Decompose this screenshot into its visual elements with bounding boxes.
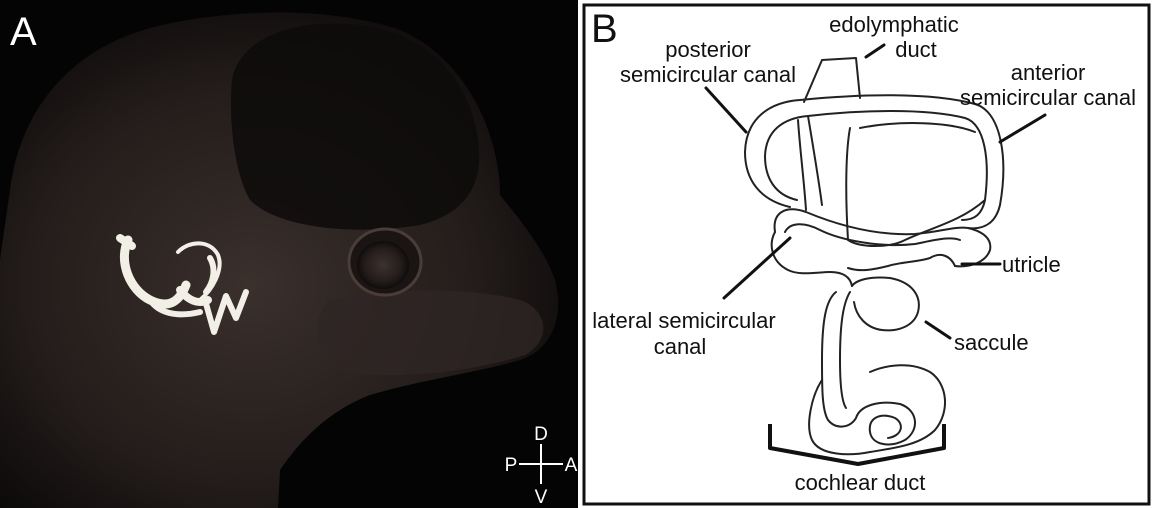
- orientation-posterior: P: [505, 455, 518, 476]
- label-posterior-line1: posterior: [665, 37, 751, 62]
- label-posterior-line2: semicircular canal: [620, 62, 796, 87]
- label-endolymphatic-line1: edolymphatic: [829, 12, 959, 37]
- panel-b-letter: B: [591, 7, 618, 51]
- embryo-eye: [349, 229, 421, 295]
- label-cochlear: cochlear duct: [795, 470, 926, 495]
- label-anterior-line2: semicircular canal: [960, 85, 1136, 110]
- panel-b: B: [584, 5, 1149, 504]
- label-lateral-line1: lateral semicircular: [592, 308, 775, 333]
- orientation-anterior: A: [565, 455, 578, 476]
- panel-a: A D V P A: [0, 0, 578, 508]
- orientation-ventral: V: [535, 487, 548, 508]
- panel-a-letter: A: [10, 10, 37, 54]
- label-utricle: utricle: [1002, 252, 1061, 277]
- orientation-dorsal: D: [534, 424, 548, 445]
- label-lateral-line2: canal: [654, 334, 707, 359]
- label-endolymphatic-line2: duct: [895, 37, 937, 62]
- label-anterior-line1: anterior: [1011, 60, 1086, 85]
- label-saccule: saccule: [954, 330, 1029, 355]
